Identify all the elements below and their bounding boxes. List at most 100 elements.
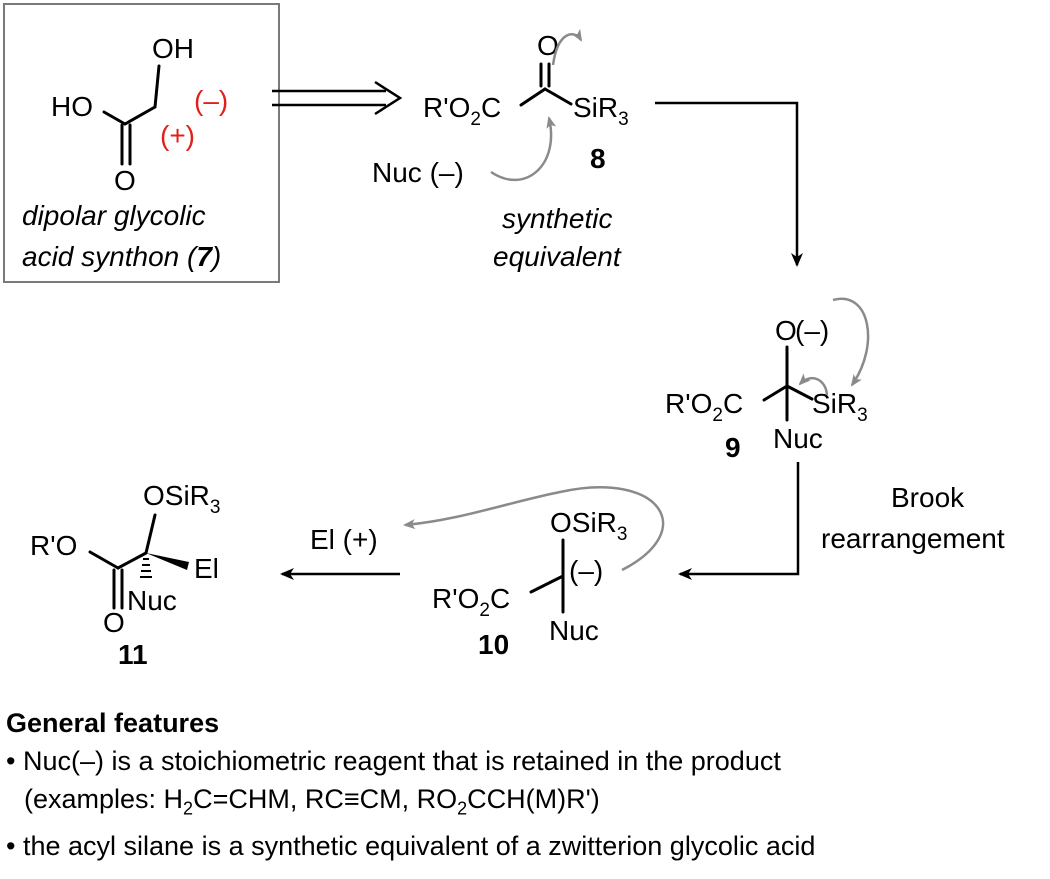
feature-2-text: the acyl silane is a synthetic equivalen… [22,831,816,862]
compound-10: OSiR3 R'O2C (–) Nuc 10 [403,486,665,660]
compound10-ester: R'O2C [432,583,510,621]
compound9-ester-text: R'O [665,388,712,419]
compound11-osilyl: OSiR3 [143,480,220,518]
compound10-nuc: Nuc [549,615,599,646]
compound-11: OSiR3 R'O El Nuc O 11 [30,480,220,670]
curved-arrow-carbanion [403,486,665,572]
synthon-ho: HO [51,91,93,122]
compound9-o: O [775,315,797,346]
examples-text-a: (examples: H [24,784,184,814]
synthon-bond [102,110,127,126]
compound8-bond [543,87,573,106]
synthon-box [3,3,280,283]
synthon-number: 7 [196,241,213,272]
curved-arrow-alkoxide [832,297,870,387]
compound8-ester-sub: 2 [470,109,481,130]
compound11-ro: R'O [30,530,77,561]
compound9-o-charge: (–) [795,315,829,346]
compound8-bond [519,87,547,107]
examples-text-b: C [193,784,213,814]
compound8-silyl-sub: 3 [618,109,629,130]
compound9-silyl-sub: 3 [857,405,868,426]
arrow-9-to-10 [678,462,800,580]
compound11-el: El [194,553,219,584]
compound11-osilyl-text: OSiR [143,480,210,511]
compound8-number: 8 [590,143,606,174]
brook-line1: Brook [891,482,965,513]
curved-arrow-silicon [798,373,829,396]
bullet-icon: • [6,831,16,862]
compound9-bond [785,384,814,401]
compound8-nuc: Nuc (–) [372,157,464,188]
compound11-bond [144,513,157,555]
compound9-ester-sub: 2 [712,405,723,426]
compound10-osilyl-sub: 3 [617,524,628,545]
compound8-ester-text: R'O [423,92,470,123]
compound11-bond [88,550,120,570]
compound9-bond [762,384,789,402]
feature-bullet-1: • Nuc(–) is a stoichiometric reagent tha… [0,742,1050,780]
examples-text-c: CHM, RC [228,784,344,814]
compound8-o: O [537,30,559,61]
arrow-8-to-9 [655,101,803,267]
synthon-caption-line1: dipolar glycolic [22,200,206,231]
equivalent-line2: equivalent [493,241,622,272]
compound9-nuc: Nuc [773,423,823,454]
synthon-caption-text: acid synthon ( [22,241,199,272]
compound11-wedge-bond [146,553,189,570]
examples-text-e: CCH(M)R') [467,784,600,814]
compound11-o: O [103,607,125,638]
compound8-ester-c: C [481,92,501,123]
retrosynthetic-arrow [272,80,403,116]
double-bond-symbol: = [212,784,229,814]
compound10-number: 10 [478,629,509,660]
curved-arrow-carbonyl [551,28,583,66]
compound8-ester: R'O2C [423,92,501,130]
compound10-charge: (–) [569,555,603,586]
examples-sub-2: 2 [457,798,468,819]
compound-9: O (–) R'O2C SiR3 Nuc 9 [665,297,870,463]
examples-sub-1: 2 [183,798,194,819]
compound10-osilyl-text: OSiR [550,507,617,538]
synthon-caption-line2: acid synthon (7) [22,241,221,272]
compound10-bond [529,574,565,594]
synthon-bond [123,105,157,126]
curved-arrow-nuc-attack [490,116,557,182]
synthon-plus-charge: (+) [160,120,195,151]
synthon-caption-close: ) [209,241,221,272]
electrophile-label: El (+) [310,524,378,555]
compound10-osilyl: OSiR3 [550,507,627,545]
compound9-ester: R'O2C [665,388,743,426]
general-features: General features • Nuc(–) is a stoichiom… [0,704,1050,865]
examples-text-d: CM, RO [359,784,458,814]
synthon-7: OH HO O (–) (+) dipolar glycolic acid sy… [3,3,280,283]
compound11-bond [116,551,148,570]
compound9-silyl-text: SiR [812,388,857,419]
equivalent-line1: synthetic [502,203,613,234]
compound9-number: 9 [725,432,741,463]
compound10-ester-sub: 2 [479,600,490,621]
compound-8: O R'O2C SiR3 8 Nuc (–) synthetic equival… [372,28,629,272]
feature-1-line1: Nuc(–) is a stoichiometric reagent that … [22,746,781,776]
synthon-minus-charge: (–) [194,85,228,116]
bullet-icon: • [6,746,16,776]
compound8-silyl: SiR3 [573,92,629,130]
compound9-ester-c: C [723,388,743,419]
synthon-oh: OH [152,33,194,64]
compound9-silyl: SiR3 [812,388,868,426]
compound11-number: 11 [118,639,148,670]
compound8-silyl-text: SiR [573,92,618,123]
feature-bullet-1-examples: (examples: H2C=CHM, RC≡CM, RO2CCH(M)R') [0,780,1050,827]
compound10-ester-c: C [490,583,510,614]
synthon-o: O [114,165,136,196]
compound11-nuc: Nuc [127,585,177,616]
compound11-osilyl-sub: 3 [210,497,221,518]
compound10-ester-text: R'O [432,583,479,614]
reaction-scheme: OH HO O (–) (+) dipolar glycolic acid sy… [3,3,1005,670]
features-heading: General features [6,708,220,738]
synthon-bond [153,64,161,109]
brook-line2: rearrangement [821,523,1005,554]
compound11-hash-bond [140,558,152,578]
feature-bullet-2: • the acyl silane is a synthetic equival… [0,827,1050,865]
triple-bond-symbol: ≡ [343,784,360,814]
